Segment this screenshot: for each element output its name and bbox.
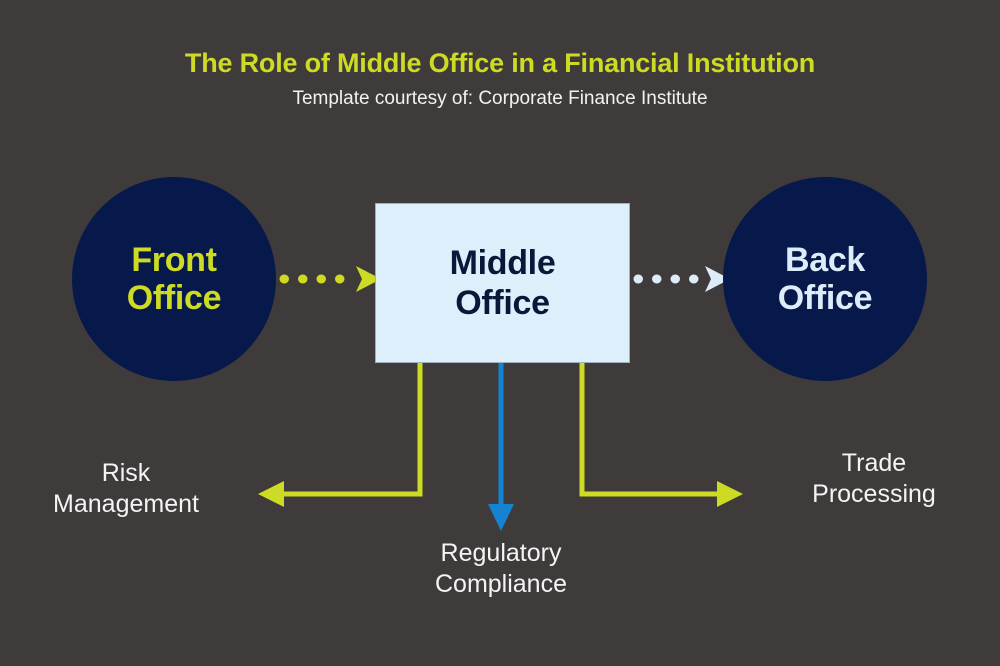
regulatory-compliance-line2: Compliance xyxy=(434,570,567,598)
front-office-label: Front Office xyxy=(127,241,222,317)
back-office-label: Back Office xyxy=(778,241,873,317)
page-subtitle: Template courtesy of: Corporate Finance … xyxy=(292,88,708,109)
arrow-middle-to-back xyxy=(633,266,730,292)
back-office-label-line2: Office xyxy=(777,279,873,317)
arrow-middle-to-regulatory xyxy=(488,363,514,531)
risk-management-line1: Risk xyxy=(101,459,151,487)
branch-label-regulatory-compliance: Regulatory Compliance xyxy=(375,538,627,600)
middle-office-label-line1: Middle xyxy=(449,244,556,282)
arrow-middle-to-risk xyxy=(258,363,423,507)
branch-label-trade-processing: Trade Processing xyxy=(748,448,1000,510)
front-office-label-line2: Office xyxy=(126,279,222,317)
trade-processing-line1: Trade xyxy=(841,449,907,477)
middle-office-label: Middle Office xyxy=(450,243,556,323)
node-middle-office[interactable]: Middle Office xyxy=(375,203,630,363)
trade-processing-line2: Processing xyxy=(812,480,936,508)
back-office-label-line1: Back xyxy=(784,241,866,279)
arrow-middle-to-trade xyxy=(579,363,743,507)
node-back-office[interactable]: Back Office xyxy=(723,177,927,381)
middle-office-label-line2: Office xyxy=(455,284,550,322)
regulatory-compliance-line1: Regulatory xyxy=(440,539,562,567)
node-front-office[interactable]: Front Office xyxy=(72,177,276,381)
risk-management-line2: Management xyxy=(53,490,199,518)
page-title: The Role of Middle Office in a Financial… xyxy=(184,48,816,78)
branch-label-risk-management: Risk Management xyxy=(0,458,252,520)
front-office-label-line1: Front xyxy=(131,241,217,279)
arrow-front-to-middle xyxy=(279,266,381,292)
